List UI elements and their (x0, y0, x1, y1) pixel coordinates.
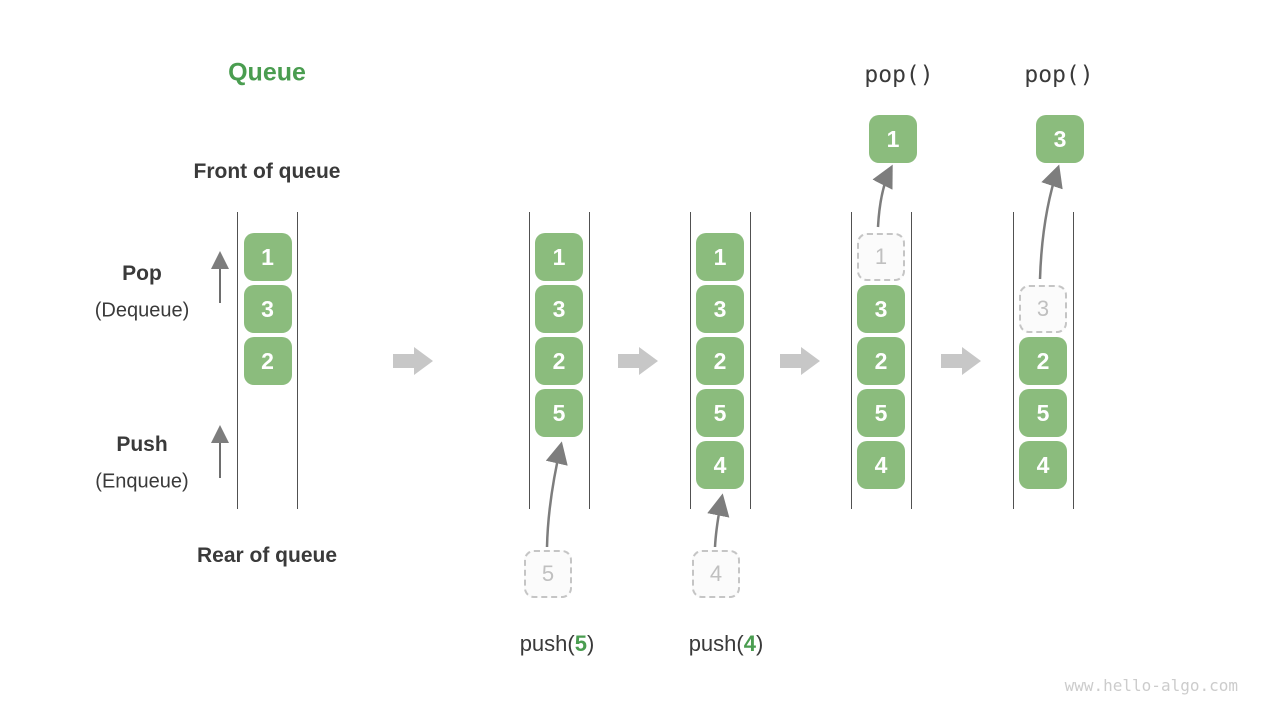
push-operation-label: push(5) (520, 631, 595, 657)
queue-item-box: 1 (535, 233, 583, 281)
popped-item-box: 1 (869, 115, 917, 163)
queue-item-box-dashed: 1 (857, 233, 905, 281)
push-fn-text: ) (586, 631, 595, 656)
queue-item-box: 3 (243, 285, 292, 333)
queue-column-2 (528, 212, 590, 509)
queue-column-1 (237, 212, 298, 509)
queue-item-box: 3 (857, 285, 905, 333)
pending-item-box: 5 (524, 550, 572, 598)
queue-item-box: 5 (696, 389, 744, 437)
push-operation-label: push(4) (689, 631, 764, 657)
pop-label: Pop (122, 262, 162, 285)
pop-operation-label: pop() (864, 62, 934, 88)
front-of-queue-label: Front of queue (193, 160, 341, 183)
queue-item-box: 5 (1019, 389, 1067, 437)
push-fn-text: push( (519, 631, 575, 656)
queue-item-box: 3 (535, 285, 583, 333)
queue-column-4 (850, 212, 912, 509)
queue-item-box: 2 (1019, 337, 1067, 385)
queue-item-box: 4 (857, 441, 905, 489)
rear-of-queue-label: Rear of queue (196, 544, 338, 567)
queue-item-box: 2 (857, 337, 905, 385)
push-arg-value: 4 (743, 631, 756, 656)
pop-operation-label: pop() (1024, 62, 1094, 88)
diagram-title: Queue (228, 58, 306, 87)
queue-item-box: 3 (696, 285, 744, 333)
popped-item-box: 3 (1036, 115, 1084, 163)
queue-item-box: 4 (1019, 441, 1067, 489)
push-label: Push (116, 433, 168, 456)
queue-item-box-dashed: 3 (1019, 285, 1067, 333)
queue-item-box: 2 (696, 337, 744, 385)
step-arrow (618, 347, 658, 375)
queue-item-box: 4 (696, 441, 744, 489)
enqueue-label: (Enqueue) (95, 470, 189, 493)
queue-item-box: 2 (535, 337, 583, 385)
queue-item-box: 5 (535, 389, 583, 437)
push-fn-text: push( (688, 631, 744, 656)
step-arrow (393, 347, 433, 375)
queue-column-5 (1012, 212, 1074, 509)
step-arrow (780, 347, 820, 375)
dequeue-label: (Dequeue) (94, 299, 190, 322)
queue-item-box: 2 (243, 337, 292, 385)
queue-column-3 (689, 212, 751, 509)
watermark: www.hello-algo.com (1064, 676, 1238, 695)
push-arg-value: 5 (574, 631, 587, 656)
push-fn-text: ) (755, 631, 764, 656)
queue-item-box: 5 (857, 389, 905, 437)
step-arrow (941, 347, 981, 375)
queue-item-box: 1 (243, 233, 292, 281)
queue-item-box: 1 (696, 233, 744, 281)
pending-item-box: 4 (692, 550, 740, 598)
